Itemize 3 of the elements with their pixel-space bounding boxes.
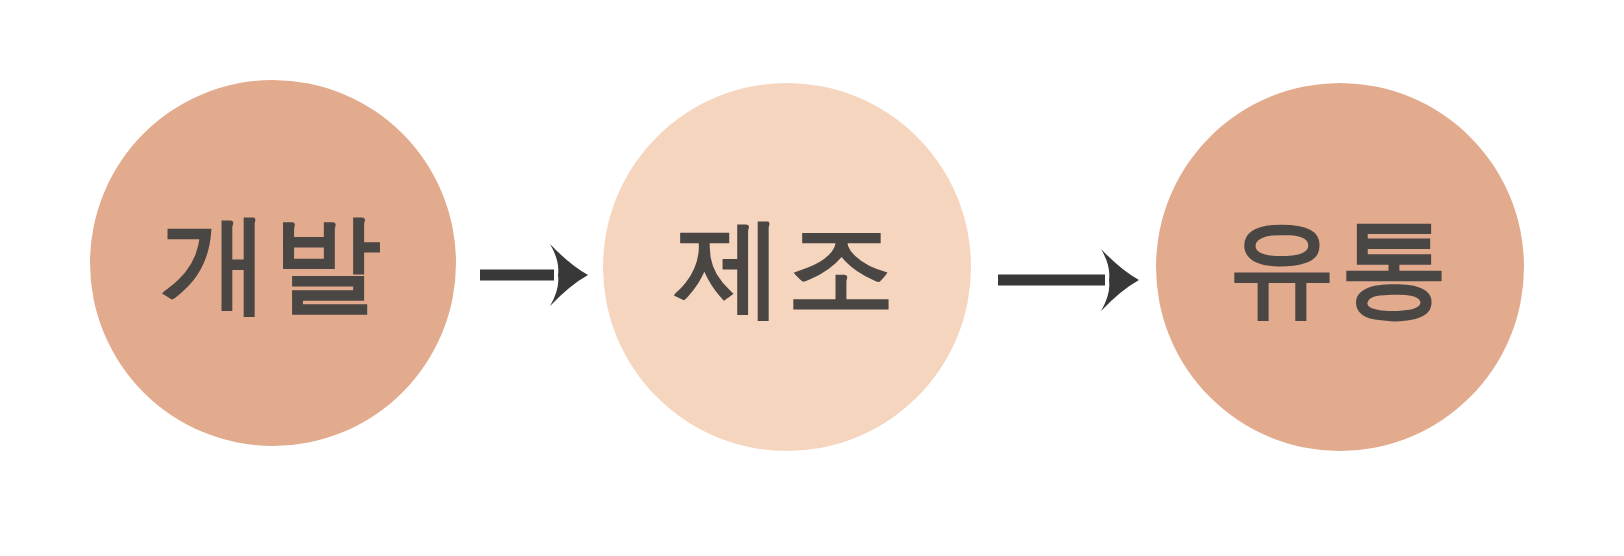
step-label: 개발 <box>161 203 385 323</box>
step-label: 유통 <box>1228 207 1452 327</box>
step-label: 제조 <box>675 207 899 327</box>
